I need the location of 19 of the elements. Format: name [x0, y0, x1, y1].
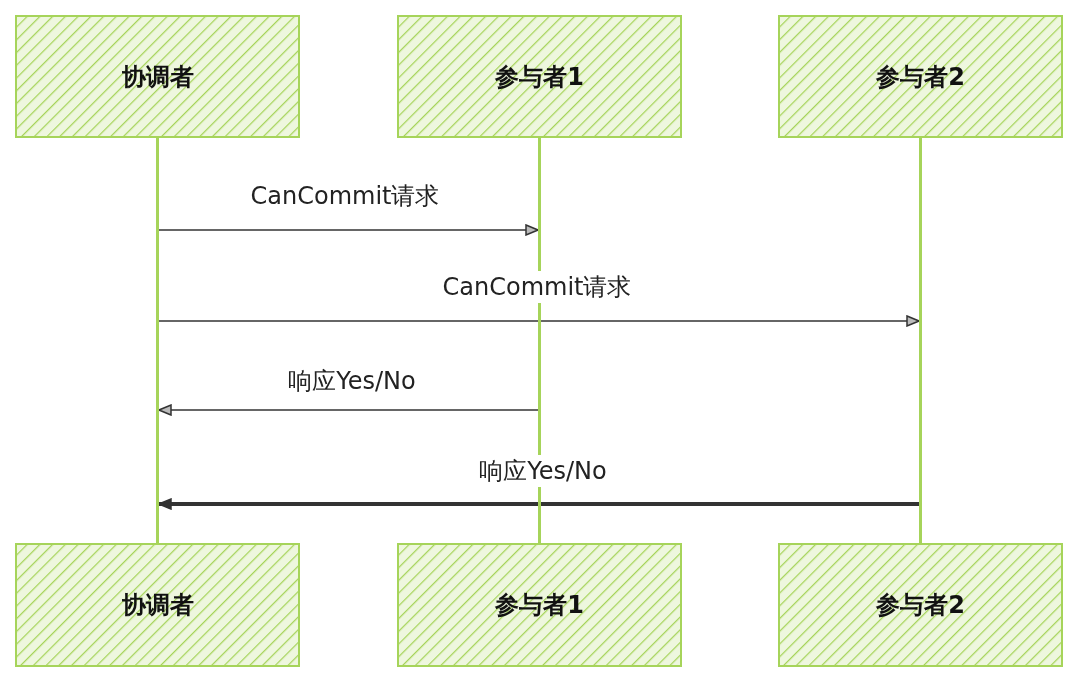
participant-name: 协调者: [121, 590, 194, 621]
participant-name: 参与者1: [495, 590, 584, 621]
lifeline: [156, 138, 159, 543]
participant-name: 协调者: [121, 61, 194, 93]
message-arrow: [158, 498, 919, 510]
participant-name: 参与者1: [495, 61, 584, 93]
participant-box: [15, 543, 300, 667]
message-arrow: [158, 404, 539, 416]
edge-label: 响应Yes/No: [477, 455, 609, 487]
participant-box: [778, 15, 1063, 138]
participant-name: 参与者2: [876, 61, 965, 93]
message-arrow: [158, 224, 539, 236]
participant-name: 参与者2: [876, 590, 965, 621]
participant-box: [397, 543, 682, 667]
participant-box: [15, 15, 300, 138]
participant-box: [778, 543, 1063, 667]
lifeline: [919, 138, 922, 543]
message-arrow: [158, 315, 920, 327]
participant-box: [397, 15, 682, 138]
